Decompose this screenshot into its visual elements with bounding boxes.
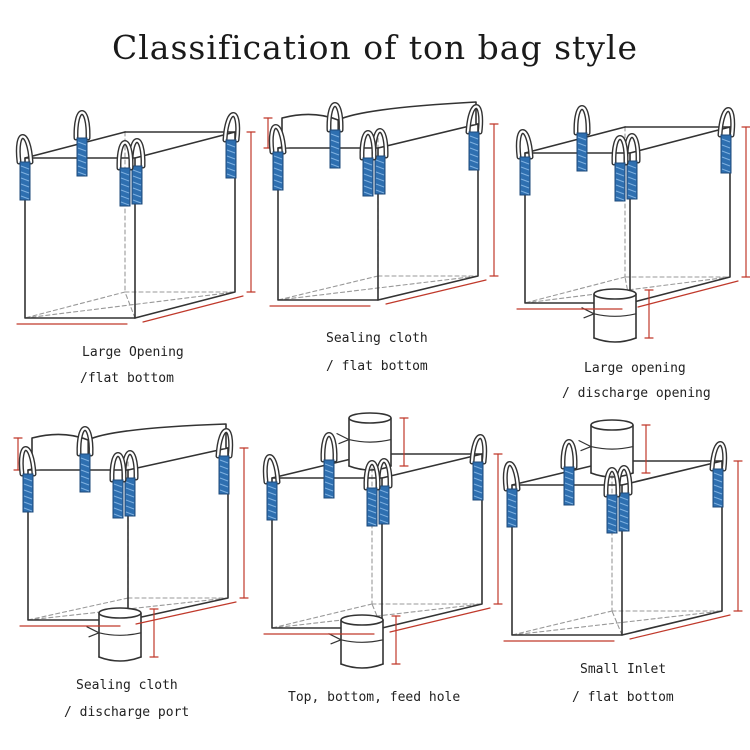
caption-bag-6-line-1: Small Inlet xyxy=(580,662,667,677)
top-spout xyxy=(348,412,392,424)
page-title: Classification of ton bag style xyxy=(111,28,639,67)
side-face xyxy=(134,131,236,319)
caption-bag-4-line-2: / discharge port xyxy=(64,705,190,720)
strap-icon xyxy=(506,488,518,528)
bottom-spout xyxy=(593,288,637,300)
caption-bag-5-line-1: Top, bottom, feed hole xyxy=(288,690,461,705)
strap-icon xyxy=(366,487,378,527)
strap-icon xyxy=(618,492,630,532)
strap-icon xyxy=(712,468,724,508)
strap-icon xyxy=(225,139,237,179)
strap-icon xyxy=(272,151,284,191)
bag-2-sealing-cloth xyxy=(263,101,499,307)
side-face xyxy=(127,447,229,621)
strap-icon xyxy=(266,481,278,521)
caption-bag-2-line-1: Sealing cloth xyxy=(326,331,428,346)
strap-icon xyxy=(576,132,588,172)
strap-icon xyxy=(329,129,341,169)
strap-icon xyxy=(472,461,484,501)
strap-icon xyxy=(378,485,390,525)
strap-icon xyxy=(119,167,131,207)
strap-icon xyxy=(112,479,124,519)
strap-icon xyxy=(131,165,143,205)
side-face xyxy=(381,453,483,629)
front-face xyxy=(524,152,631,304)
caption-bag-1-line-2: /flat bottom xyxy=(80,371,174,386)
bag-1-large-opening xyxy=(15,110,256,325)
strap-icon xyxy=(79,453,91,493)
caption-bag-4-line-1: Sealing cloth xyxy=(76,678,178,693)
strap-icon xyxy=(519,156,531,196)
bag-3-large-opening-discharge xyxy=(515,105,750,343)
side-face xyxy=(621,460,723,636)
strap-icon xyxy=(76,137,88,177)
strap-icon xyxy=(614,162,626,202)
strap-icon xyxy=(563,466,575,506)
top-spout xyxy=(590,419,634,431)
caption-bag-2-line-2: / flat bottom xyxy=(326,359,428,374)
bottom-spout xyxy=(340,614,384,626)
sealing-cloth xyxy=(281,101,477,149)
strap-icon xyxy=(218,455,230,495)
strap-icon xyxy=(374,155,386,195)
caption-bag-3-line-1: Large opening xyxy=(584,361,686,376)
strap-icon xyxy=(626,160,638,200)
caption-bag-1-line-1: Large Opening xyxy=(82,345,184,360)
strap-icon xyxy=(323,459,335,499)
strap-icon xyxy=(19,161,31,201)
side-face xyxy=(629,126,731,304)
strap-icon xyxy=(362,157,374,197)
strap-icon xyxy=(720,134,732,174)
bag-6-small-inlet xyxy=(502,419,743,642)
strap-icon xyxy=(124,477,136,517)
bag-4-sealing-cloth-discharge xyxy=(13,423,249,662)
caption-bag-3-line-2: / discharge opening xyxy=(562,386,711,401)
bottom-spout xyxy=(98,607,142,619)
strap-icon xyxy=(606,494,618,534)
bag-5-top-bottom-feed-hole xyxy=(262,412,503,669)
caption-bag-6-line-2: / flat bottom xyxy=(572,690,674,705)
strap-icon xyxy=(468,131,480,171)
strap-icon xyxy=(22,473,34,513)
sealing-cloth xyxy=(31,423,227,471)
side-face xyxy=(377,123,479,301)
